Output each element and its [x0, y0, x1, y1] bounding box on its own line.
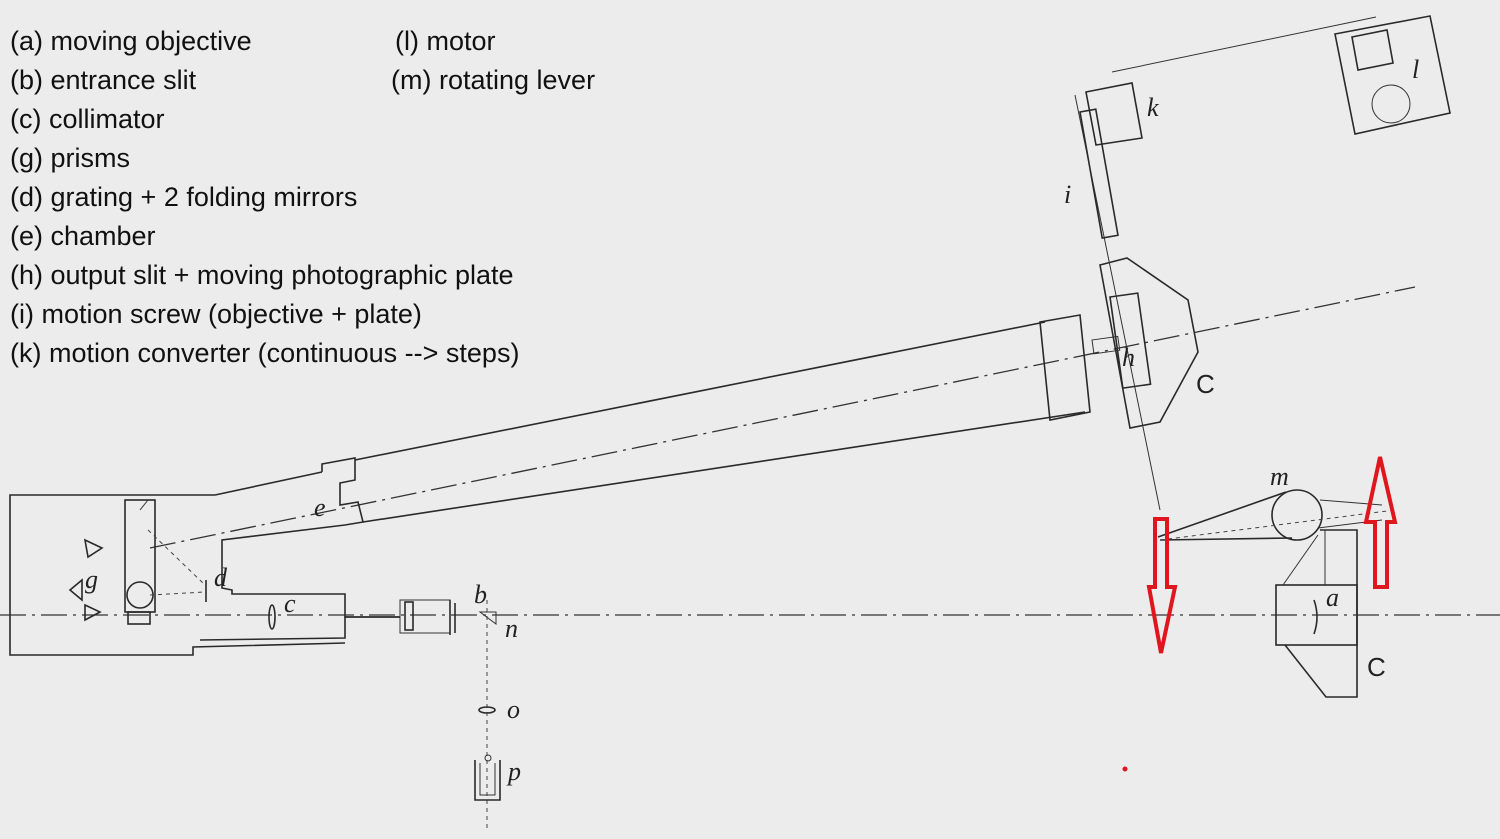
label-c: c [284, 589, 296, 618]
motor [1334, 15, 1451, 135]
down-arrow [1146, 517, 1178, 654]
red-dot [1122, 766, 1128, 772]
up-arrow [1363, 456, 1398, 589]
label-i: i [1064, 180, 1071, 209]
label-b: b [474, 580, 487, 609]
label-h: h [1122, 343, 1135, 372]
label-C-upper: C [1196, 369, 1215, 399]
label-d: d [214, 563, 228, 592]
spectrograph-housing [9, 314, 1121, 801]
label-o: o [507, 695, 520, 724]
plate-carrier [1074, 94, 1199, 511]
label-k: k [1147, 93, 1159, 122]
label-p: p [506, 757, 521, 786]
motion-screw [1079, 108, 1119, 239]
drive-belt [1111, 16, 1377, 73]
label-a: a [1326, 583, 1339, 612]
label-n: n [505, 614, 518, 643]
rotating-lever [1157, 489, 1396, 541]
label-l: l [1412, 55, 1419, 84]
camera-optical-axis [149, 286, 1416, 549]
label-e: e [314, 493, 326, 522]
label-g: g [85, 565, 98, 594]
label-C-lower: C [1367, 652, 1386, 682]
objective-carrier [1275, 529, 1358, 698]
label-m: m [1270, 462, 1289, 491]
motion-converter [1085, 82, 1143, 146]
